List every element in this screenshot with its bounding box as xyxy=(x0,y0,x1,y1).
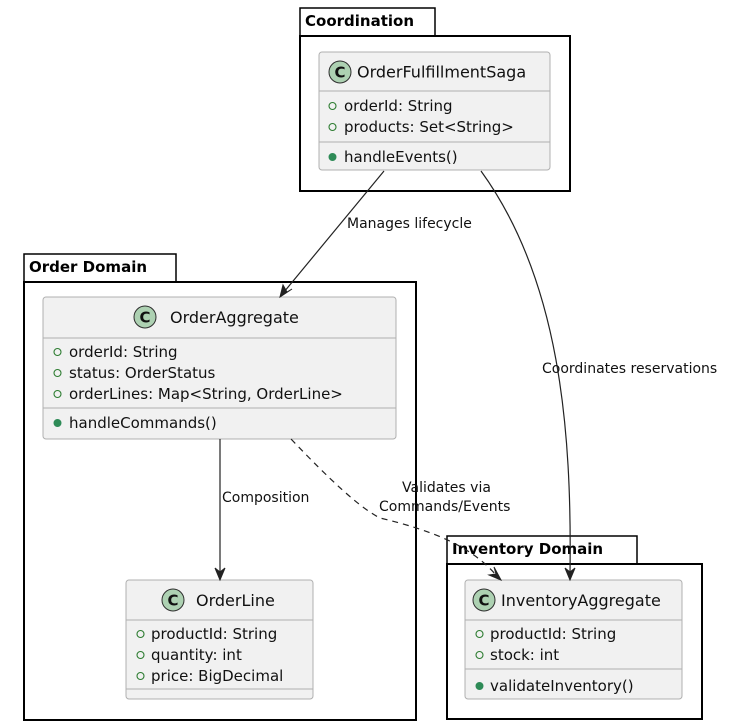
edge-label-validates-line1: Validates via xyxy=(402,480,491,496)
class-name: OrderFulfillmentSaga xyxy=(357,63,526,82)
field-order-id: orderId: String xyxy=(344,97,453,115)
arrowhead-icon xyxy=(279,283,293,299)
field-status: status: OrderStatus xyxy=(69,364,216,382)
class-order-aggregate[interactable]: C OrderAggregate orderId: String status:… xyxy=(42,296,397,440)
public-field-icon xyxy=(136,671,145,681)
arrowhead-icon xyxy=(487,566,503,582)
package-title-inventory-domain: Inventory Domain xyxy=(452,540,603,558)
class-badge-icon xyxy=(472,588,496,612)
field-price: price: BigDecimal xyxy=(151,667,283,685)
class-order-fulfillment-saga[interactable]: C OrderFulfillmentSaga orderId: String p… xyxy=(318,51,551,171)
field-quantity: quantity: int xyxy=(151,646,242,664)
class-name: OrderLine xyxy=(196,591,275,610)
public-method-icon xyxy=(53,419,62,427)
public-field-icon xyxy=(475,650,484,660)
method-handle-events: handleEvents() xyxy=(344,148,458,166)
public-field-icon xyxy=(53,347,62,357)
class-badge-letter: C xyxy=(478,592,489,610)
package-title-coordination: Coordination xyxy=(305,12,414,30)
method-validate-inventory: validateInventory() xyxy=(490,677,634,695)
public-method-icon xyxy=(475,682,484,690)
class-badge-icon xyxy=(328,60,352,84)
public-field-icon xyxy=(475,629,484,639)
class-inventory-aggregate[interactable]: C InventoryAggregate productId: String s… xyxy=(464,579,683,700)
edge-label-manages: Manages lifecycle xyxy=(347,216,472,232)
class-badge-letter: C xyxy=(167,592,178,610)
arrowhead-icon xyxy=(564,567,576,582)
class-badge-letter: C xyxy=(334,64,345,82)
edge-label-validates-line2: Commands/Events xyxy=(379,499,510,515)
edge-validates: Validates via Commands/Events xyxy=(290,438,510,582)
class-badge-icon xyxy=(161,588,185,612)
class-name: InventoryAggregate xyxy=(501,591,661,610)
edge-composition: Composition xyxy=(214,439,309,582)
arrowhead-icon xyxy=(214,567,226,582)
field-stock: stock: int xyxy=(490,646,559,664)
public-field-icon xyxy=(136,650,145,660)
field-order-lines: orderLines: Map<String, OrderLine> xyxy=(69,385,343,403)
edge-manages-lifecycle: Manages lifecycle xyxy=(279,170,472,299)
edge-label-coordinates: Coordinates reservations xyxy=(542,361,717,377)
method-handle-commands: handleCommands() xyxy=(69,414,217,432)
field-order-id: orderId: String xyxy=(69,343,178,361)
public-field-icon xyxy=(136,629,145,639)
class-order-line[interactable]: C OrderLine productId: String quantity: … xyxy=(125,579,314,700)
public-field-icon xyxy=(328,122,337,132)
class-badge-icon xyxy=(133,305,157,329)
public-field-icon xyxy=(53,389,62,399)
field-product-id: productId: String xyxy=(151,625,277,643)
public-field-icon xyxy=(328,101,337,111)
class-badge-letter: C xyxy=(139,309,150,327)
class-name: OrderAggregate xyxy=(170,308,299,327)
public-field-icon xyxy=(53,368,62,378)
package-title-order-domain: Order Domain xyxy=(29,258,147,276)
field-products: products: Set<String> xyxy=(344,118,514,136)
public-method-icon xyxy=(328,153,337,161)
field-product-id: productId: String xyxy=(490,625,616,643)
edge-label-composition: Composition xyxy=(222,490,309,506)
edge-coordinates-reservations: Coordinates reservations xyxy=(480,170,717,582)
